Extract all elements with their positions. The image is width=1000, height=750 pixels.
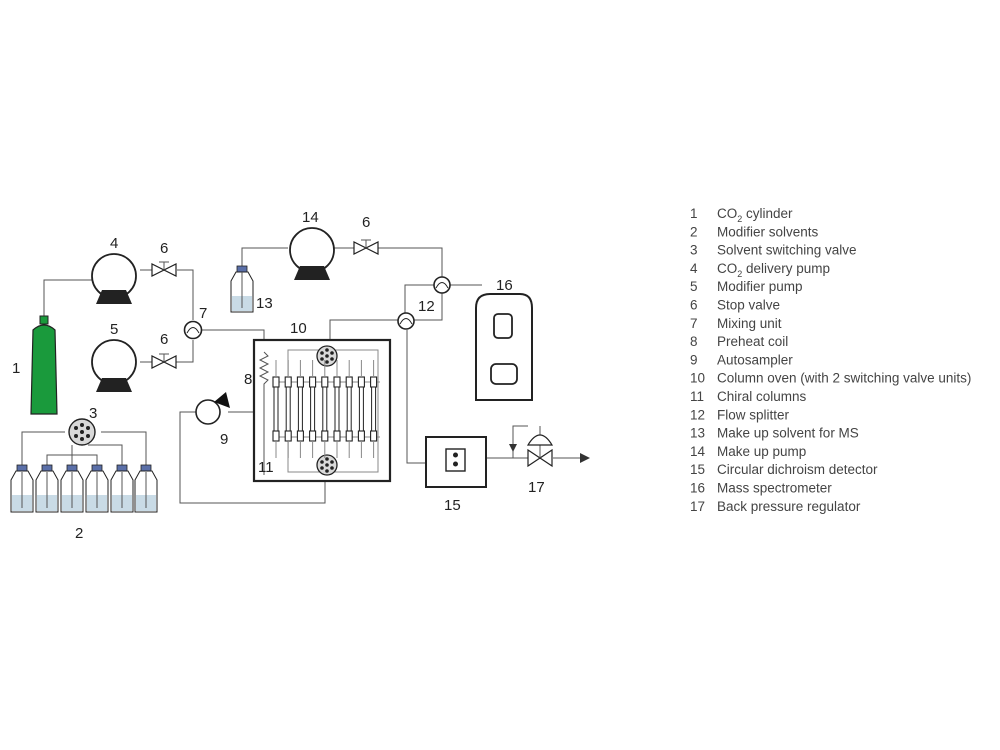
legend-number: 2 — [690, 224, 698, 239]
bpr-inlet-arrow-icon — [509, 444, 517, 452]
flow-lines — [21, 247, 588, 504]
label-11: 11 — [258, 459, 274, 476]
autosampler — [195, 392, 230, 425]
label-5: 5 — [110, 321, 118, 338]
label-13: 13 — [256, 295, 273, 312]
chiral-column — [321, 360, 329, 458]
label-9: 9 — [220, 431, 228, 448]
legend-text: Make up pump — [717, 444, 806, 459]
solvent-switching-valve — [68, 418, 96, 446]
chiral-columns — [272, 360, 378, 458]
ms-splitter — [433, 276, 451, 294]
co2-delivery-pump — [91, 253, 137, 304]
bottle-5 — [110, 464, 134, 513]
label-3: 3 — [89, 405, 97, 422]
legend: 1 CO2 cylinder 2 Modifier solvents 3 Solvent … — [690, 206, 971, 514]
flow-splitter — [397, 312, 415, 330]
label-6c: 6 — [362, 214, 370, 231]
label-6a: 6 — [160, 240, 168, 257]
legend-text: Flow splitter — [717, 407, 790, 422]
label-17: 17 — [528, 479, 545, 496]
stop-valve-3 — [353, 239, 379, 255]
label-14: 14 — [302, 209, 319, 226]
legend-number: 6 — [690, 298, 698, 313]
legend-number: 3 — [690, 243, 698, 258]
chiral-column — [309, 360, 317, 458]
legend-number: 7 — [690, 316, 698, 331]
chiral-column — [272, 360, 280, 458]
mixing-unit — [183, 320, 203, 340]
legend-number: 10 — [690, 371, 705, 386]
legend-number: 15 — [690, 462, 705, 477]
label-6b: 6 — [160, 331, 168, 348]
label-12: 12 — [418, 298, 435, 315]
preheat-coil — [258, 351, 270, 475]
stop-valve-1 — [151, 261, 177, 277]
legend-number: 16 — [690, 481, 705, 496]
legend-number: 11 — [690, 389, 704, 404]
mass-spectrometer — [475, 293, 533, 401]
bottle-6 — [134, 464, 158, 513]
lower-switching-valve — [316, 454, 338, 476]
legend-text: CO2 delivery pump — [717, 261, 830, 279]
legend-number: 4 — [690, 261, 698, 276]
chiral-column — [357, 360, 365, 458]
chiral-column — [345, 360, 353, 458]
modifier-solvent-bottles — [10, 464, 158, 513]
bottle-3 — [60, 464, 84, 513]
legend-text: Autosampler — [717, 352, 793, 367]
modifier-pump — [91, 339, 137, 392]
label-7: 7 — [199, 305, 207, 322]
legend-text: Circular dichroism detector — [717, 462, 878, 477]
legend-text: Make up solvent for MS — [717, 426, 859, 441]
outlet-arrow-icon — [580, 453, 590, 463]
label-8: 8 — [244, 371, 252, 388]
bottle-2 — [35, 464, 59, 513]
legend-text: CO2 cylinder — [717, 206, 793, 224]
label-1: 1 — [12, 360, 20, 377]
stop-valve-2 — [151, 353, 177, 369]
legend-text: Modifier solvents — [717, 224, 819, 239]
legend-text: Solvent switching valve — [717, 243, 857, 258]
make-up-pump — [289, 227, 335, 280]
legend-number: 1 — [690, 206, 698, 221]
label-10: 10 — [290, 320, 307, 337]
legend-text: Stop valve — [717, 298, 780, 313]
chiral-column — [284, 360, 292, 458]
bottle-1 — [10, 464, 34, 513]
legend-text: Back pressure regulator — [717, 499, 861, 514]
upper-switching-valve — [316, 345, 338, 367]
legend-text: Chiral columns — [717, 389, 807, 404]
label-2: 2 — [75, 525, 83, 542]
legend-text: Column oven (with 2 switching valve unit… — [717, 371, 971, 386]
legend-text: Mass spectrometer — [717, 481, 832, 496]
legend-text: Preheat coil — [717, 334, 788, 349]
legend-text: Mixing unit — [717, 316, 782, 331]
label-16: 16 — [496, 277, 513, 294]
chiral-column — [333, 360, 341, 458]
legend-text: Modifier pump — [717, 279, 803, 294]
back-pressure-regulator — [526, 434, 554, 468]
label-4: 4 — [110, 235, 118, 252]
legend-number: 17 — [690, 499, 705, 514]
circular-dichroism-detector — [425, 436, 487, 488]
legend-number: 5 — [690, 279, 698, 294]
legend-number: 9 — [690, 352, 698, 367]
label-15: 15 — [444, 497, 461, 514]
legend-number: 13 — [690, 426, 705, 441]
legend-number: 12 — [690, 407, 705, 422]
legend-number: 8 — [690, 334, 698, 349]
chiral-column — [296, 360, 304, 458]
chiral-column — [370, 360, 378, 458]
make-up-solvent-bottle — [230, 265, 254, 313]
legend-number: 14 — [690, 444, 706, 459]
co2-cylinder — [30, 315, 58, 415]
bottle-4 — [85, 464, 109, 513]
